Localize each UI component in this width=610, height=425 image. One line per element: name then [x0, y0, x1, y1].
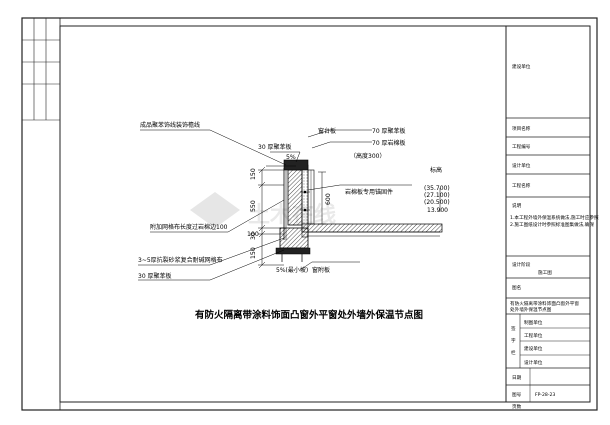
callout-note-layers: 3~5厚抗裂砂浆复合耐碱网格布	[138, 256, 223, 264]
tb-drafter: 制图单位	[524, 319, 543, 326]
tb-checker: 工程单位	[524, 332, 543, 339]
dim-30-mid: 30	[250, 232, 257, 240]
elevation-1: (35.700)	[424, 185, 450, 192]
callout-rock-wool-70: 70 厚岩棉板	[372, 139, 406, 147]
callout-xps-30-bottom: 30 厚聚苯板	[138, 272, 172, 280]
tb-stage-value: 施工图	[538, 269, 552, 276]
callout-mesh-note: 附加网格布长度过岩棉边100	[150, 223, 228, 231]
callout-sill: 窗台板	[318, 127, 336, 135]
dim-5-percent: 5%	[286, 154, 296, 161]
tb-drawing-name-label: 图名	[512, 284, 521, 291]
tb-notes-line1: 1.本工程外墙外保温系统做法,施工时应参照	[510, 214, 599, 221]
drawing-title: 有防火隔离带涂料饰面凸窗外平窗处外墙外保温节点图	[195, 309, 423, 321]
dim-550: 550	[250, 200, 257, 212]
binding-strip	[21, 17, 61, 411]
dim-150-top: 150	[250, 168, 257, 180]
tb-project-name: 项目名称	[512, 125, 531, 132]
tb-project-owner: 设计单位	[512, 162, 531, 169]
tb-design-unit: 建设单位	[512, 63, 531, 70]
elevation-label: 标高	[430, 166, 442, 174]
title-block: 建设单位 项目名称 工程编号 设计单位 工程名称 说明 1.本工程外墙外保温系统…	[505, 25, 599, 410]
callout-rock-wool-height: （高度300）	[350, 152, 385, 160]
tb-sign-3: 栏	[511, 349, 516, 356]
tb-sign-2: 字	[511, 337, 516, 344]
dim-100: 100	[247, 231, 259, 238]
leader-lines	[138, 129, 441, 281]
tb-drawing-name-line2: 处外墙外保温节点图	[510, 306, 552, 313]
tb-design-stage: 设计阶段	[512, 261, 531, 268]
callout-xps-30-top: 30 厚聚苯板	[258, 143, 292, 151]
tb-version-label: 页数	[512, 403, 522, 410]
dim-150-bottom: 150	[250, 247, 257, 259]
callout-dim-bottom-note: 5%(最小坡)	[276, 266, 308, 274]
tb-date-label: 日期	[512, 375, 522, 381]
dimensions-left	[258, 166, 284, 269]
callout-sill-bottom: 窗附板	[312, 266, 330, 274]
tb-approver: 建设单位	[524, 345, 543, 352]
tb-sheet-value: FP-28-23	[535, 392, 555, 398]
callout-finish-coating: 成品聚苯饰线装饰檐线	[140, 121, 200, 129]
tb-sign-1: 签	[511, 325, 516, 332]
wall-section	[275, 159, 443, 262]
elevation-3: (20.500)	[424, 199, 450, 206]
dimension-right	[318, 171, 326, 225]
callout-anchor: 岩棉板专用锚固件	[345, 188, 393, 196]
dim-600: 600	[325, 193, 332, 205]
tb-sheet-label: 图号	[512, 392, 522, 398]
elevation-4: 13.900	[427, 207, 448, 214]
tb-notes-header: 说明	[512, 202, 522, 209]
tb-reviewer: 设计单位	[524, 359, 543, 366]
tb-notes-line2: 2.施工图纸设计时参照标准图集做法,确保	[510, 221, 594, 228]
tb-project-title: 工程名称	[512, 182, 531, 189]
tb-drawing-name-line1: 有防火隔离带涂料饰面凸窗外平窗	[510, 300, 579, 307]
callout-xps-70: 70 厚聚苯板	[372, 127, 406, 135]
elevation-2: (27.100)	[424, 192, 450, 199]
tb-project-code: 工程编号	[512, 143, 531, 150]
